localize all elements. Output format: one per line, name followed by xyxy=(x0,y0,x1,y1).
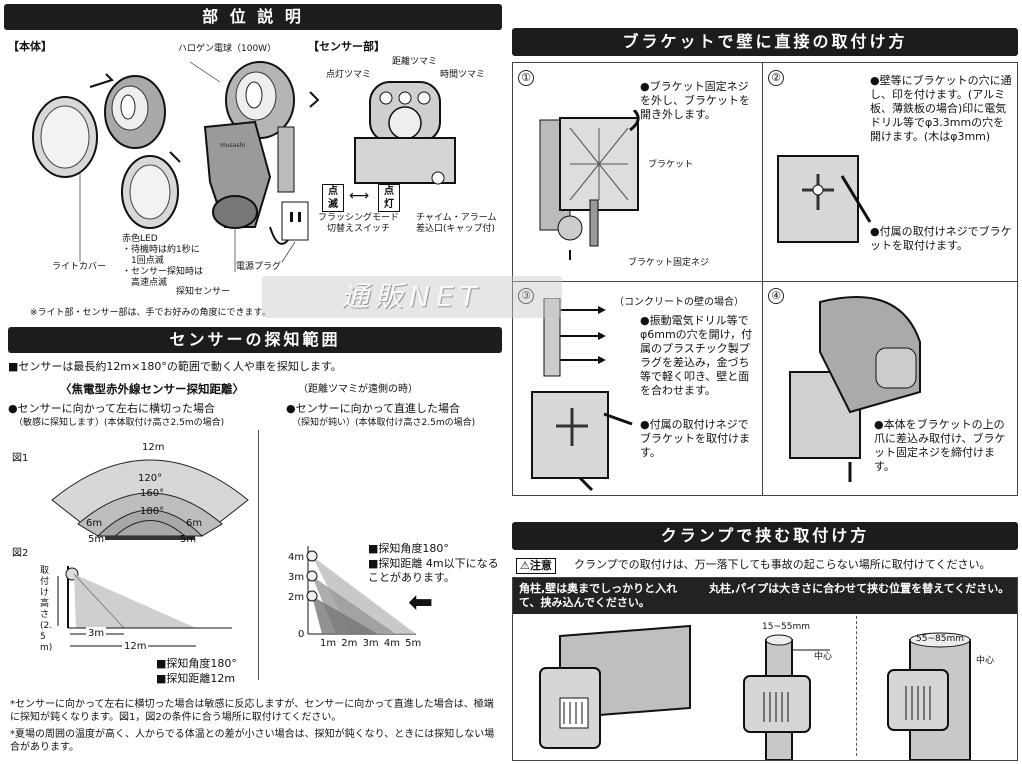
fig2-angle-note: ■探知角度180° xyxy=(156,657,237,670)
sensor-label: 【センサー部】 xyxy=(308,40,385,53)
fig1-label: 図1 xyxy=(12,453,29,464)
chart-y-3m: 3m xyxy=(288,572,305,583)
clamp-center-label: 中心 xyxy=(814,652,833,662)
clamp-square-illustration xyxy=(539,624,691,749)
fig1-detection-fan xyxy=(51,459,249,540)
parts-title-bar: 部 位 説 明 xyxy=(4,4,502,30)
step-3-text: ●振動電気ドリル等でφ6mmの穴を開け，付属のプラスチック製プラグを差込み，金づ… xyxy=(640,314,753,397)
chart-y-0: 0 xyxy=(298,629,305,640)
approach-arrow-icon: ⬅ xyxy=(408,585,434,620)
step-1-number: ① xyxy=(518,70,534,86)
clamp-pipe-small-illustration xyxy=(743,634,830,760)
sensor-unit-illustration xyxy=(354,81,456,185)
fig2-label: 図2 xyxy=(12,548,29,559)
distance-knob-label: 距離ツマミ xyxy=(392,57,438,67)
step-4-illustration xyxy=(789,296,921,482)
fig1-angle-160: 160° xyxy=(140,488,165,499)
fig2-3m: 3m xyxy=(86,627,107,640)
bracket-label: ブラケット xyxy=(648,160,694,170)
sensor-intro: ■センサーは最長約12m×180°の範囲で動く人や車を探知します。 xyxy=(8,360,342,373)
chime-label: チャイム・アラーム 差込口(キャップ付) xyxy=(416,213,497,234)
step-3-plugs-illustration xyxy=(543,298,606,377)
caution-tag: ⚠注意 xyxy=(516,558,556,574)
fig1-5m-right: 5m xyxy=(180,534,197,545)
parts-note: ※ライト部・センサー部は、手でお好みの角度にできます。 xyxy=(30,308,271,318)
clamp-left-note: 角柱,壁は奥までしっかりと入れて、挟み込んでください。 xyxy=(513,578,703,614)
brand-label: musashi xyxy=(220,142,245,149)
mounting-height-label: 取付け高さ(2.5m) xyxy=(40,566,53,653)
step-4-number: ④ xyxy=(768,288,784,304)
power-plug-label: 電源プラグ xyxy=(236,262,282,272)
detect-sensor-label: 探知センサー xyxy=(176,287,231,297)
chart-y-4m: 4m xyxy=(288,552,305,563)
step-3-number: ③ xyxy=(518,288,534,304)
sensor-subtitle-note: （距離ツマミが遠側の時） xyxy=(298,384,418,395)
switch-double-arrow-icon: ⟷ xyxy=(349,188,370,204)
clamp-size-small: 15~55mm xyxy=(762,622,810,632)
step-4-text: ●本体をブラケットの上の爪に差込み取付け、ブラケット固定ネジを締付けます。 xyxy=(874,418,1006,473)
approach-distance-note: ■探知距離 4m以下になることがあります。 xyxy=(368,557,499,584)
chart-x-ticks: 1m 2m 3m 4m 5m xyxy=(320,638,422,649)
fig2-distance-note: ■探知距離12m xyxy=(156,672,236,685)
right-case-sub: （探知が鈍い）(本体取付け高さ2.5mの場合) xyxy=(292,418,476,428)
step-2-number: ② xyxy=(768,70,784,86)
approach-chart xyxy=(306,546,416,635)
step-3-text-b: ●付属の取付けネジでブラケットを取付けます。 xyxy=(640,418,750,459)
clamp-pipe-large-illustration xyxy=(887,632,971,760)
step-2-text-b: ●付属の取付けネジでブラケットを取付けます。 xyxy=(870,225,1012,252)
body-label: 【本体】 xyxy=(8,40,52,53)
step-1-illustration xyxy=(539,110,640,260)
clamp-title-bar: クランプで挟む取付け方 xyxy=(512,522,1018,550)
left-case-heading: ●センサーに向かって左右に横切った場合 xyxy=(8,402,216,415)
fig1-range-12m: 12m xyxy=(142,442,165,453)
approach-angle-note: ■探知角度180° xyxy=(368,542,449,555)
time-knob-label: 時間ツマミ xyxy=(440,70,486,80)
clamp-size-large: 55~85mm xyxy=(916,634,964,644)
red-led-label: 赤色LED ・待機時は約1秒に 1回点滅 ・センサー探知時は 高速点滅 xyxy=(122,234,204,288)
flash-switch-label: フラッシングモード 切替えスイッチ xyxy=(318,213,400,234)
switch-blink-label: 点 滅 xyxy=(322,184,344,212)
right-case-heading: ●センサーに向かって直進した場合 xyxy=(286,402,461,415)
halogen-label: ハロゲン電球（100W） xyxy=(178,44,277,54)
caution-text: クランプでの取付けは、万一落下しても事故の起こらない場所に取付けてください。 xyxy=(574,558,991,571)
light-knob-label: 点灯ツマミ xyxy=(326,70,372,80)
clamp-vertical-divider xyxy=(856,616,857,756)
fig1-angle-180: 180° xyxy=(140,506,165,517)
sensor-subtitle: 〈焦電型赤外線センサー探知距離〉 xyxy=(60,382,244,396)
sensor-title-bar: センサーの探知範囲 xyxy=(8,327,502,353)
light-cover-label: ライトカバー xyxy=(52,262,107,272)
fig1-5m-left: 5m xyxy=(88,534,105,545)
chart-y-2m: 2m xyxy=(288,592,305,603)
step-2-illustration xyxy=(777,155,872,243)
footnote-1: *センサーに向かって左右に横切った場合は敏感に反応しますが、センサーに向かって直… xyxy=(10,699,494,723)
step-1-text: ●ブラケット固定ネジを外し、ブラケットを開き外します。 xyxy=(640,80,750,121)
clamp-right-note: 丸柱,パイプは大きさに合わせて挟む位置を替えてください。 xyxy=(703,578,1017,614)
fig1-angle-120: 120° xyxy=(138,473,163,484)
column-divider xyxy=(258,430,259,680)
bracket-title-bar: ブラケットで壁に直接の取付け方 xyxy=(512,28,1018,56)
bracket-screw-label: ブラケット固定ネジ xyxy=(628,258,710,268)
step-2-text: ●壁等にブラケットの穴に通し、印を付けます。(アルミ板、薄鉄板の場合)印に電気ド… xyxy=(870,74,1012,143)
bracket-panel-vdivider xyxy=(762,62,763,496)
left-case-sub: （敏感に探知します）(本体取付け高さ2.5mの場合) xyxy=(14,418,225,428)
step-3-heading: （コンクリートの壁の場合） xyxy=(614,297,744,308)
switch-on-label: 点 灯 xyxy=(378,184,400,212)
watermark-logo: 通販NET xyxy=(262,276,562,318)
clamp-center-label-2: 中心 xyxy=(976,656,995,666)
step-3-bracket-illustration xyxy=(531,391,633,492)
fig1-6m-left: 6m xyxy=(86,518,103,529)
bracket-panel-hdivider xyxy=(512,281,1018,282)
fig1-6m-right: 6m xyxy=(186,518,203,529)
fig2-12m: 12m xyxy=(122,640,149,653)
footnote-2: *夏場の周囲の温度が高く、人からでる体温との差が小さい場合は、探知が鈍くなり、と… xyxy=(10,729,495,753)
lamp-illustration: musashi xyxy=(32,61,320,272)
